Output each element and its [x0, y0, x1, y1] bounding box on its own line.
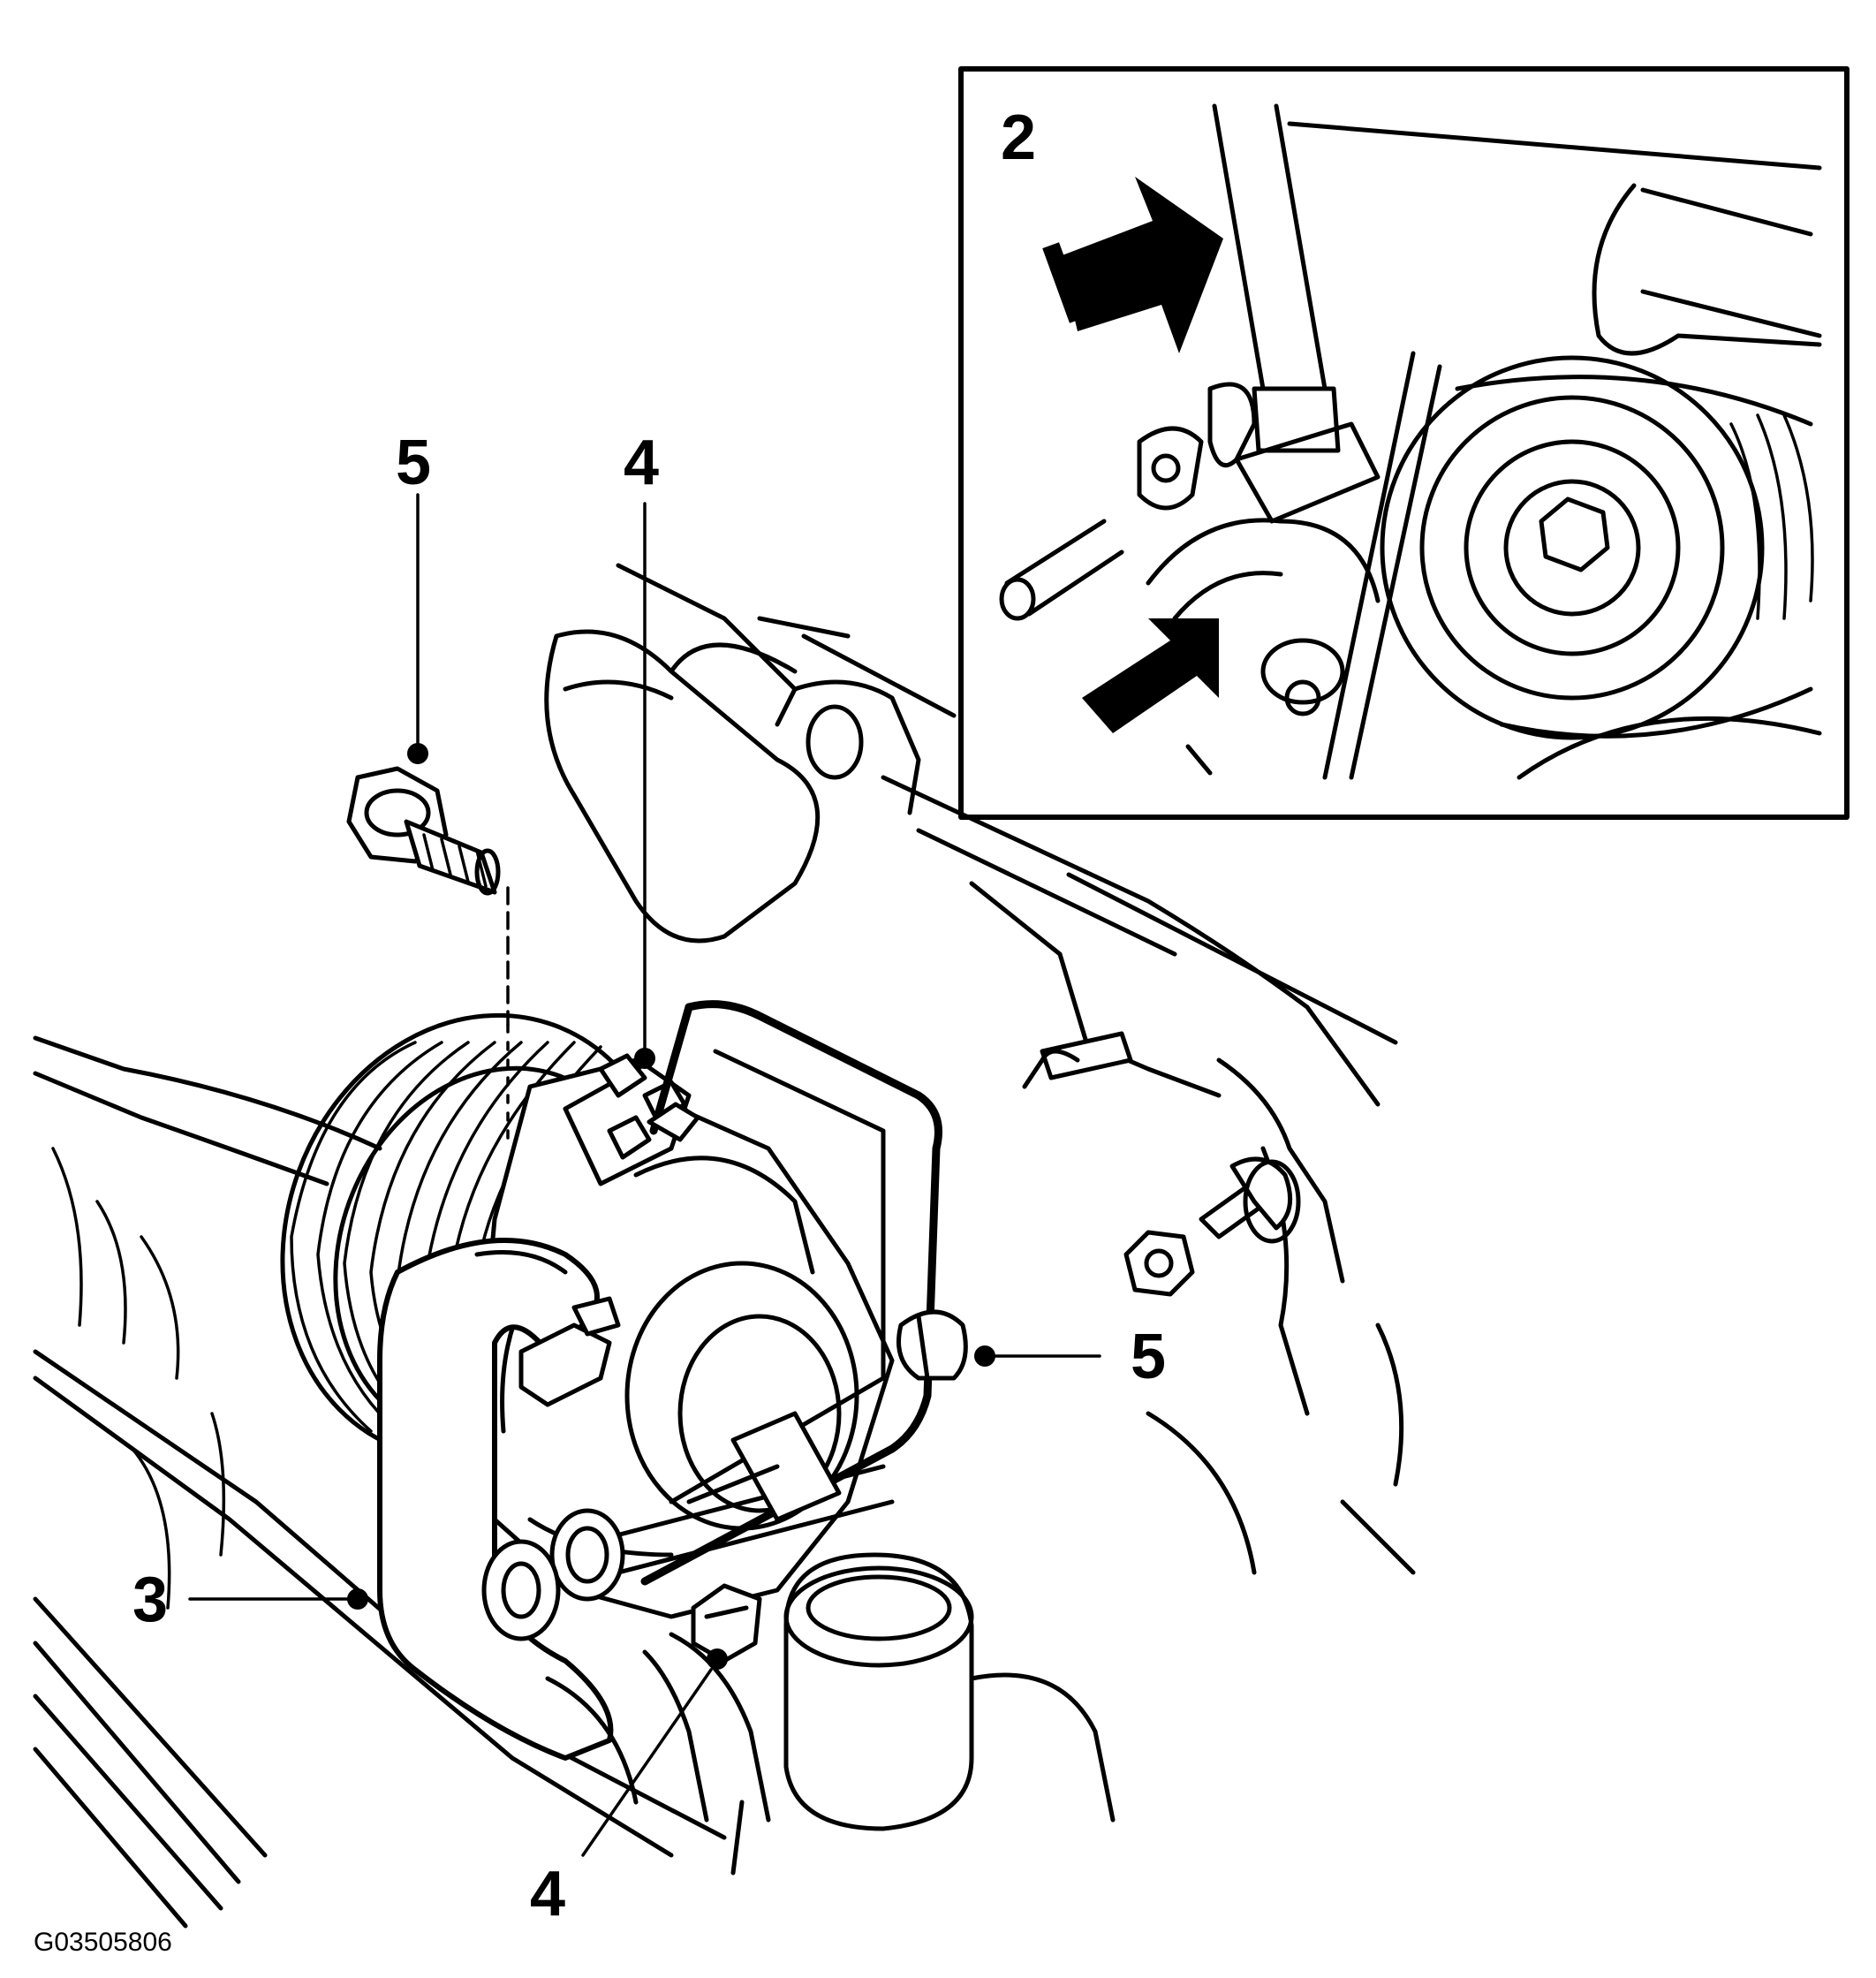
callout-4-bottom: 4 — [530, 1859, 565, 1929]
callout-4-top: 4 — [624, 428, 659, 498]
arrow-upper-icon — [1060, 177, 1223, 353]
bolt-5-exploded — [346, 766, 501, 896]
inset-callout-label: 2 — [1001, 102, 1036, 173]
arrow-lower-icon — [1082, 618, 1219, 733]
figure-code: G03505806 — [34, 1928, 172, 1957]
pump-assembly — [33, 563, 1416, 1929]
callout-3: 3 — [132, 1565, 168, 1635]
callout-5-right: 5 — [1131, 1322, 1166, 1392]
leader-lines — [188, 493, 1101, 1857]
callout-5-top: 5 — [396, 428, 431, 498]
inset-panel: 2 — [958, 66, 1850, 820]
